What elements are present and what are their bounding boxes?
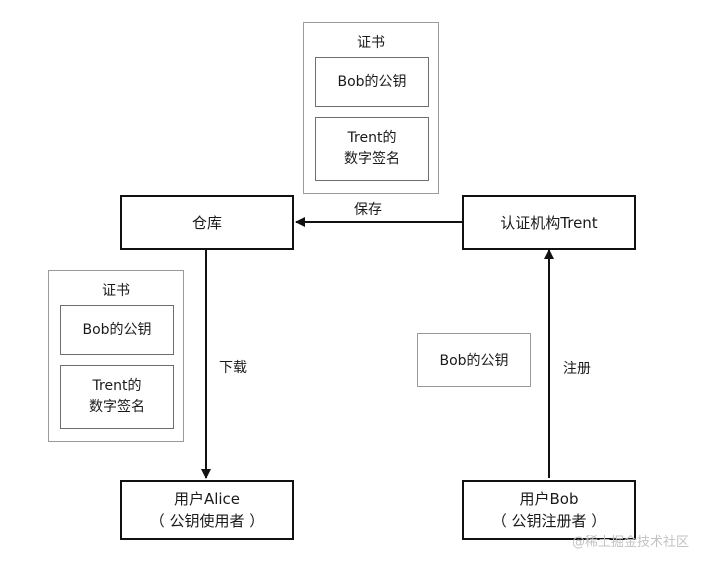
user-bob-node: 用户Bob （ 公钥注册者 ）	[462, 480, 636, 540]
signature-line-1: Trent的	[92, 378, 142, 394]
certificate-title: 证书	[357, 35, 385, 51]
signature-line-1: Trent的	[347, 130, 397, 146]
ca-trent-node: 认证机构Trent	[462, 195, 636, 250]
alice-role: （ 公钥使用者 ）	[149, 512, 265, 530]
certificate-signature: Trent的 数字签名	[315, 117, 429, 181]
watermark: @稀土掘金技术社区	[572, 535, 690, 550]
certificate-top: 证书 Bob的公钥 Trent的 数字签名	[303, 22, 439, 194]
certificate-public-key: Bob的公钥	[60, 305, 174, 355]
alice-name: 用户Alice	[173, 490, 241, 508]
signature-line-2: 数字签名	[89, 399, 145, 415]
signature-line-2: 数字签名	[344, 151, 400, 167]
user-alice-node: 用户Alice （ 公钥使用者 ）	[120, 480, 294, 540]
bob-public-key-box: Bob的公钥	[417, 333, 531, 387]
save-label: 保存	[354, 202, 382, 218]
download-label: 下载	[219, 360, 247, 376]
certificate-public-key: Bob的公钥	[315, 57, 429, 107]
bob-name: 用户Bob	[519, 490, 579, 508]
register-label: 注册	[563, 361, 591, 377]
repository-node: 仓库	[120, 195, 294, 250]
certificate-left: 证书 Bob的公钥 Trent的 数字签名	[48, 270, 184, 442]
certificate-title: 证书	[102, 283, 130, 299]
bob-role: （ 公钥注册者 ）	[491, 512, 607, 530]
certificate-signature: Trent的 数字签名	[60, 365, 174, 429]
